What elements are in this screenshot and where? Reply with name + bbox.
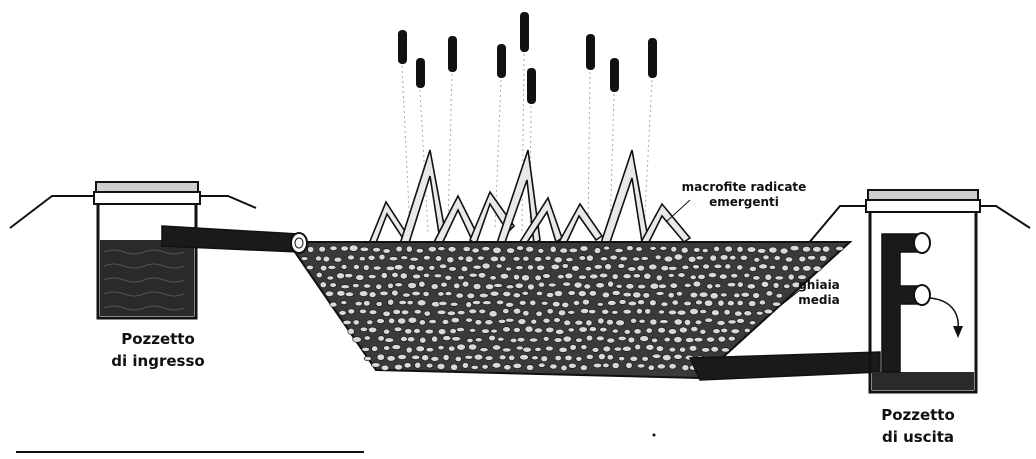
outlet-manhole: [866, 190, 980, 392]
inlet-label-line1: Pozzetto: [106, 328, 210, 350]
gravel-label: ghiaia media: [784, 278, 854, 308]
outlet-manhole-label: Pozzetto di uscita: [862, 404, 974, 448]
outlet-label-line2: di uscita: [862, 426, 974, 448]
inlet-manhole: [94, 182, 200, 318]
gravel-label-line1: ghiaia: [784, 278, 854, 293]
cattail-heads: [398, 12, 657, 104]
reed-leaves: [368, 150, 690, 250]
plants-label: macrofite radicate emergenti: [668, 180, 820, 210]
plants-label-line2: emergenti: [668, 195, 820, 210]
bottom-rule: [16, 434, 656, 453]
gravel-label-line2: media: [784, 293, 854, 308]
outlet-label-line1: Pozzetto: [862, 404, 974, 426]
inlet-manhole-label: Pozzetto di ingresso: [106, 328, 210, 372]
plants-label-line1: macrofite radicate: [668, 180, 820, 195]
inlet-label-line2: di ingresso: [106, 350, 210, 372]
